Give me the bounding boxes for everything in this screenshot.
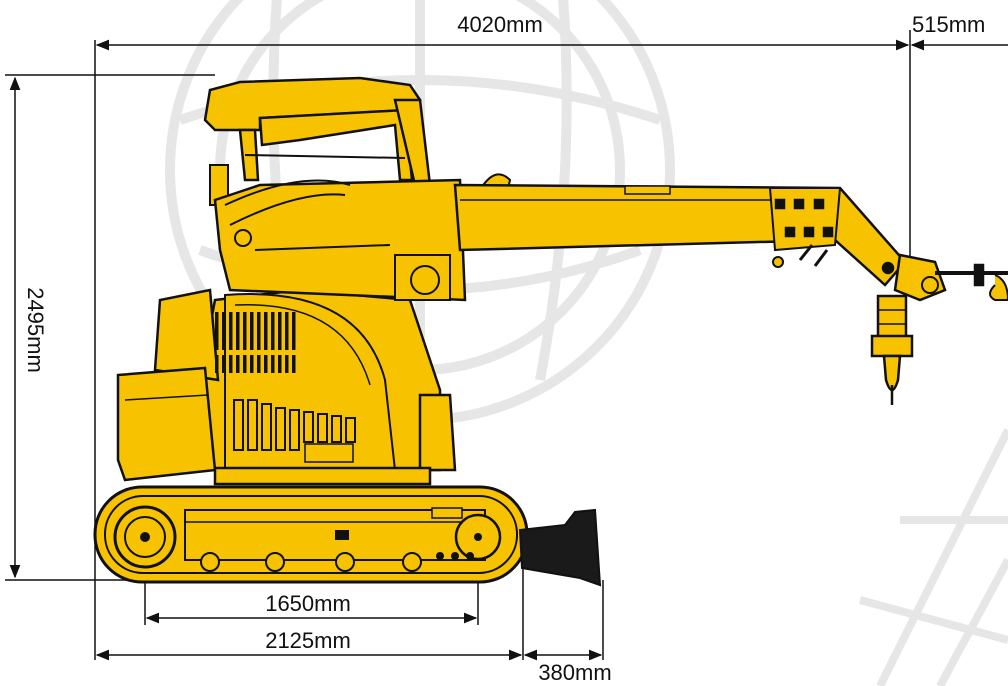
crawler-track [93, 485, 529, 584]
watermark-tower [858, 428, 1008, 686]
vent-grille-upper [215, 312, 296, 373]
vent-grille-lower [233, 399, 356, 451]
dozer-blade [518, 508, 602, 587]
dim-blade-projection: 380mm [538, 660, 611, 685]
dim-tumbler-distance: 1650mm [265, 591, 351, 616]
turret [213, 173, 512, 302]
hook-block [870, 294, 914, 405]
dim-overall-height: 2495mm [23, 287, 48, 373]
dim-track-length: 2125mm [265, 628, 351, 653]
boom-tip [893, 253, 1008, 302]
dim-overall-length: 4020mm [457, 12, 543, 37]
crane-boom [453, 183, 907, 287]
dim-hook-extension: 515mm [912, 12, 985, 37]
cab-frame [203, 76, 432, 206]
